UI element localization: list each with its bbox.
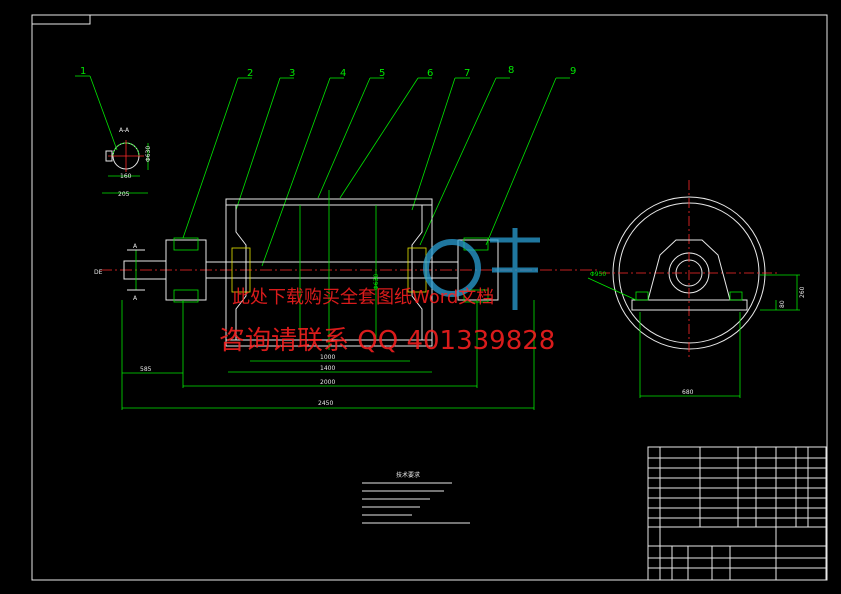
dim-height-80: 80 bbox=[779, 300, 786, 308]
dim-face-1000: 1000 bbox=[320, 354, 335, 361]
watermark-line-1: 此处下载购买全套图纸Word文档 bbox=[232, 287, 495, 308]
logo-watermark bbox=[423, 228, 540, 310]
dim-height-260: 260 bbox=[799, 286, 806, 298]
notes-title: 技术要求 bbox=[396, 471, 420, 479]
leader-number-1: 1 bbox=[80, 66, 86, 77]
leader-number-5: 5 bbox=[379, 68, 385, 79]
leader-number-9: 9 bbox=[570, 66, 576, 77]
technical-notes bbox=[362, 482, 470, 524]
watermark-line-2: 咨询请联系 QQ 401339828 bbox=[219, 326, 556, 356]
dim-overall: 2000 bbox=[320, 379, 335, 386]
section-mark-bottom: A bbox=[133, 295, 138, 302]
title-block bbox=[647, 446, 827, 581]
leader-number-8: 8 bbox=[508, 65, 514, 76]
leader-number-3: 3 bbox=[289, 68, 295, 79]
leader-number-6: 6 bbox=[427, 68, 433, 79]
section-detail bbox=[102, 140, 149, 194]
dim-shaft-ext: 585 bbox=[140, 366, 152, 373]
leader-lines bbox=[75, 75, 570, 267]
dim-shaft-key: 160 bbox=[120, 173, 132, 180]
drum-end-view bbox=[587, 180, 800, 398]
section-title: A-A bbox=[119, 127, 130, 134]
leader-number-4: 4 bbox=[340, 68, 346, 79]
outer-frame bbox=[31, 14, 828, 581]
dimension-lines bbox=[121, 300, 535, 410]
dim-span-1400: 1400 bbox=[320, 365, 335, 372]
dim-shaft-d: Φ630 bbox=[145, 146, 152, 162]
dim-total-length: 2450 bbox=[318, 400, 333, 407]
title-block-tab bbox=[31, 14, 91, 25]
drum-side-view bbox=[100, 190, 600, 350]
dim-drum-dia: Φ630 bbox=[373, 274, 380, 290]
dim-end-width: 680 bbox=[682, 389, 694, 396]
dim-right-dia: Φ950 bbox=[590, 271, 606, 278]
section-mark-top: A bbox=[133, 243, 138, 250]
dim-shaft-w: 205 bbox=[118, 191, 130, 198]
left-shaft-label: DE bbox=[94, 269, 103, 276]
leader-number-2: 2 bbox=[247, 68, 253, 79]
leader-number-7: 7 bbox=[464, 68, 470, 79]
